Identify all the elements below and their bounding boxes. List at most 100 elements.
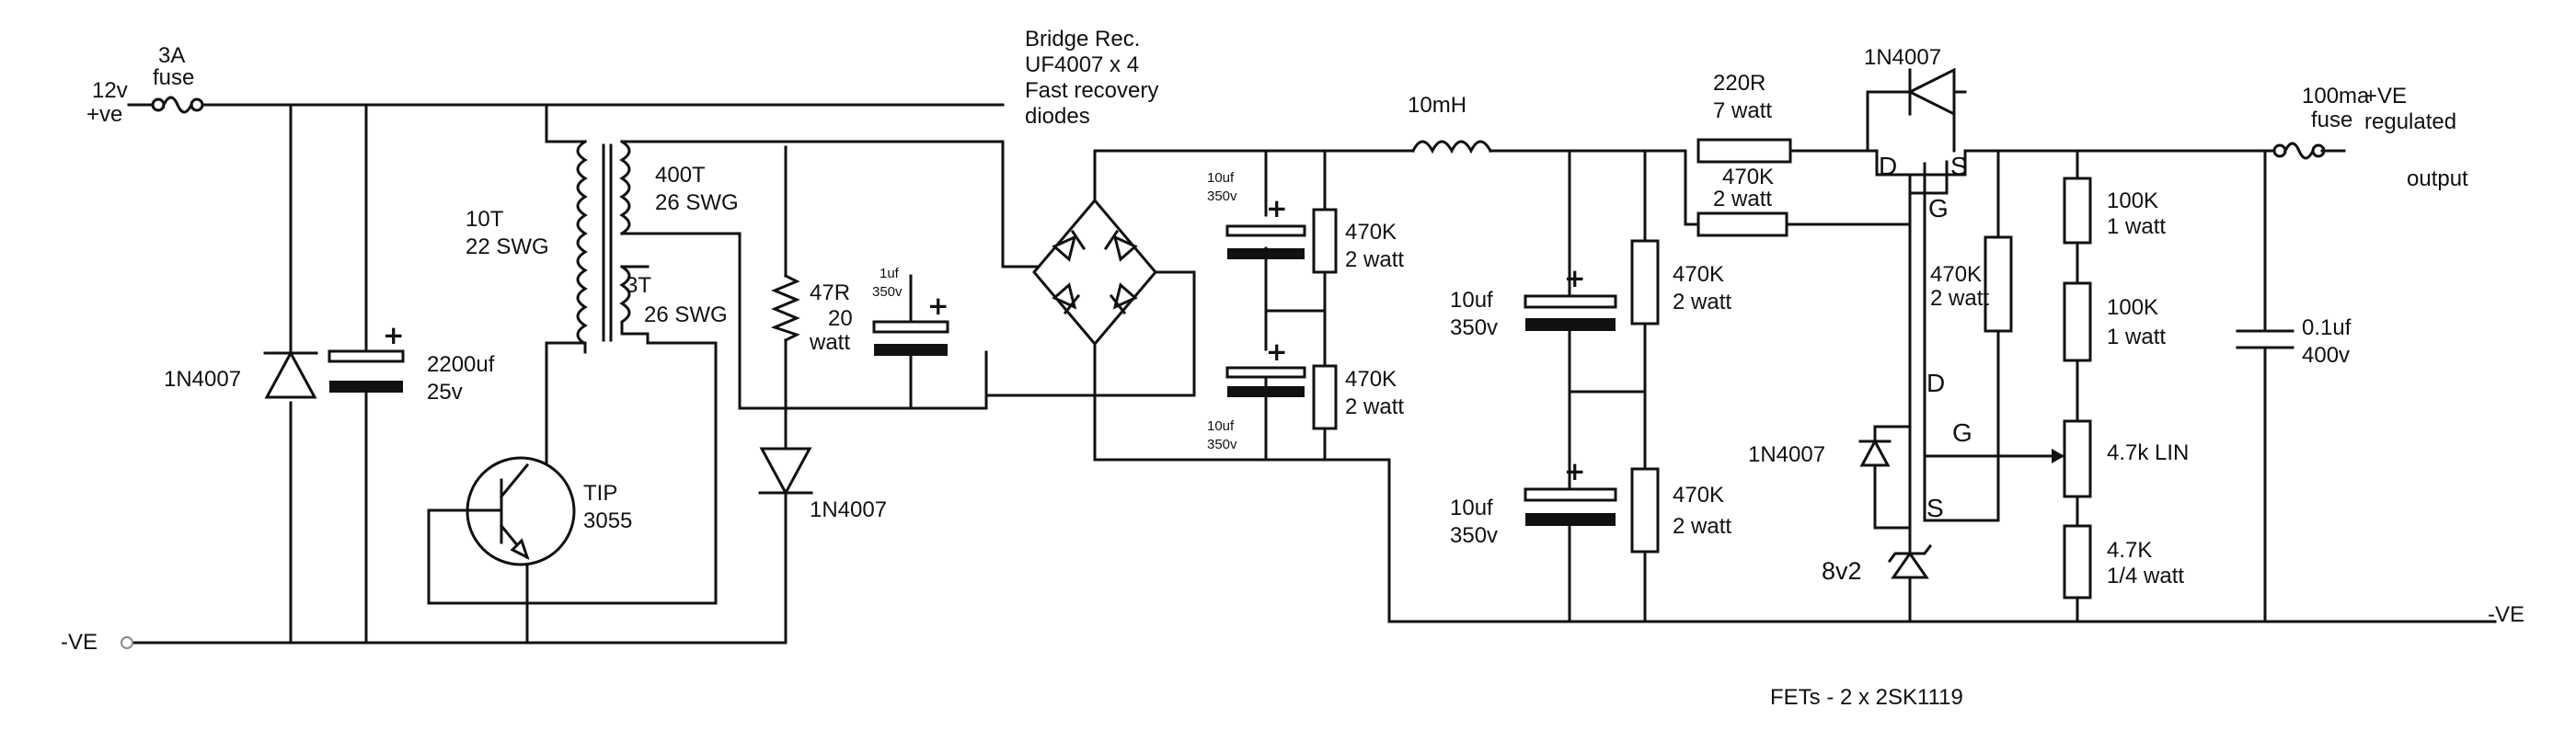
cap-0-1uf: [2236, 329, 2294, 349]
res470e-watt: 2 watt: [1930, 286, 1989, 311]
cap-smooth-bottom-voltage: 350v: [1207, 437, 1237, 452]
res470c-value: 470K: [1673, 262, 1724, 287]
cap10b-voltage: 350v: [1450, 523, 1498, 548]
resistor-4-7k: [2063, 524, 2092, 599]
cap-10uf-b: +: [1524, 456, 1617, 526]
secondary-turns: 400T: [655, 163, 706, 188]
cap01-voltage: 400v: [2302, 343, 2350, 368]
cap1uf-value: 1uf: [880, 266, 900, 281]
cap10a-voltage: 350v: [1450, 315, 1498, 340]
resistor-100k-a: [2063, 177, 2092, 245]
fuse-out-rating: 100ma: [2302, 84, 2370, 108]
diode-left: [263, 349, 318, 399]
res47-value: 47R: [810, 280, 850, 305]
res-b1-watt: 2 watt: [1345, 247, 1404, 272]
res220-value: 220R: [1713, 71, 1765, 96]
res47-watt-2: watt: [809, 330, 850, 355]
resistor-470k-d: [1630, 467, 1660, 554]
fet2-pin-d: D: [1926, 369, 1945, 397]
res47k-watt: 1/4 watt: [2107, 564, 2184, 588]
fet-2: [1908, 425, 1926, 500]
fuse-in-rating: 3A: [158, 43, 185, 68]
svg-text:+: +: [1564, 263, 1585, 293]
tip-label-1: TIP: [583, 481, 617, 506]
secondary-swg: 26 SWG: [655, 190, 739, 215]
cap01-value: 0.1uf: [2302, 315, 2352, 340]
res-b1-value: 470K: [1345, 220, 1397, 245]
diode-top: [1906, 67, 1956, 117]
input-voltage: 12v: [92, 78, 128, 103]
fuse-out-word: fuse: [2311, 108, 2352, 132]
cap-smooth-bottom-value: 10uf: [1207, 418, 1235, 434]
fuse-input: [151, 96, 204, 114]
inductor-10mh: [1410, 140, 1493, 154]
resistor-470k-c: [1630, 239, 1660, 325]
res470d-value: 470K: [1673, 483, 1724, 508]
cap10b-value: 10uf: [1450, 496, 1493, 520]
input-ve: +ve: [86, 102, 122, 127]
diode-top-label: 1N4007: [1864, 45, 1941, 70]
res470a-watt: 2 watt: [1713, 187, 1772, 211]
cap-2200uf: +: [328, 320, 405, 393]
neg-label-left: -VE: [61, 630, 98, 655]
cap-10uf-a: +: [1524, 263, 1617, 331]
diode-mid-label: 1N4007: [810, 497, 887, 522]
resistor-220r: [1696, 138, 1792, 164]
out-ve-label: +VE: [2364, 84, 2407, 108]
out-reg-label: regulated: [2364, 109, 2456, 134]
bridge-label-2: UF4007 x 4: [1025, 52, 1139, 77]
res470d-watt: 2 watt: [1673, 514, 1731, 539]
bridge-label-4: diodes: [1025, 104, 1090, 129]
primary-turns: 10T: [466, 207, 504, 232]
cap-smooth-top-value: 10uf: [1207, 170, 1235, 186]
resistor-47r: [770, 273, 800, 343]
bridge-label-3: Fast recovery: [1025, 78, 1158, 103]
resistor-470k-a: [1696, 211, 1788, 237]
res220-watt: 7 watt: [1713, 98, 1772, 123]
res470a-value: 470K: [1722, 165, 1774, 189]
labels: 3A fuse 12v +ve -VE -VE Bridge Rec. UF40…: [61, 27, 2524, 710]
bridge-rectifier: [1032, 198, 1157, 347]
res100b-value: 100K: [2107, 295, 2158, 320]
res100a-value: 100K: [2107, 188, 2158, 213]
res100b-watt: 1 watt: [2107, 325, 2166, 349]
fuse-output: [2272, 142, 2326, 160]
cap2200-value: 2200uf: [427, 352, 495, 377]
res47k-value: 4.7K: [2107, 538, 2152, 563]
cap-smooth-top-voltage: 350v: [1207, 188, 1237, 204]
resistor-470k-b2: [1312, 364, 1338, 430]
wires: [127, 90, 2497, 645]
cap1uf-voltage: 350v: [872, 284, 903, 300]
diode-left-label: 1N4007: [164, 367, 241, 392]
fet1-pin-s: S: [1950, 152, 1968, 180]
cap10a-value: 10uf: [1450, 288, 1493, 313]
inductor-label: 10mH: [1408, 93, 1466, 118]
fet1-pin-g: G: [1928, 194, 1949, 223]
res470e-value: 470K: [1930, 262, 1982, 287]
svg-text:+: +: [927, 291, 949, 321]
fet1-pin-d: D: [1879, 152, 1897, 180]
transistor-tip3055: [466, 456, 576, 566]
diode-fet: [1858, 438, 1892, 467]
cap2200-voltage: 25v: [427, 380, 463, 405]
res100a-watt: 1 watt: [2107, 214, 2166, 239]
out-output-label: output: [2407, 166, 2468, 191]
resistor-100k-b: [2063, 281, 2092, 362]
diode-fet-label: 1N4007: [1748, 442, 1825, 467]
svg-text:+: +: [383, 320, 404, 350]
pot-label: 4.7k LIN: [2107, 440, 2189, 465]
svg-text:+: +: [1266, 337, 1287, 367]
potentiometer-4-7k: [2000, 419, 2092, 498]
diode-mid: [758, 447, 813, 497]
resistor-470k-b1: [1312, 208, 1338, 274]
fets-note: FETs - 2 x 2SK1119: [1770, 685, 1963, 710]
cap-smooth-bottom: +: [1225, 337, 1306, 397]
svg-text:+: +: [1266, 193, 1287, 223]
neg-label-right: -VE: [2488, 602, 2524, 627]
svg-text:+: +: [1564, 456, 1585, 486]
zener-label: 8v2: [1822, 557, 1862, 585]
fet2-pin-s: S: [1926, 494, 1944, 522]
neg-terminal-left: [121, 636, 133, 649]
resistor-470k-e: [1984, 235, 2013, 333]
